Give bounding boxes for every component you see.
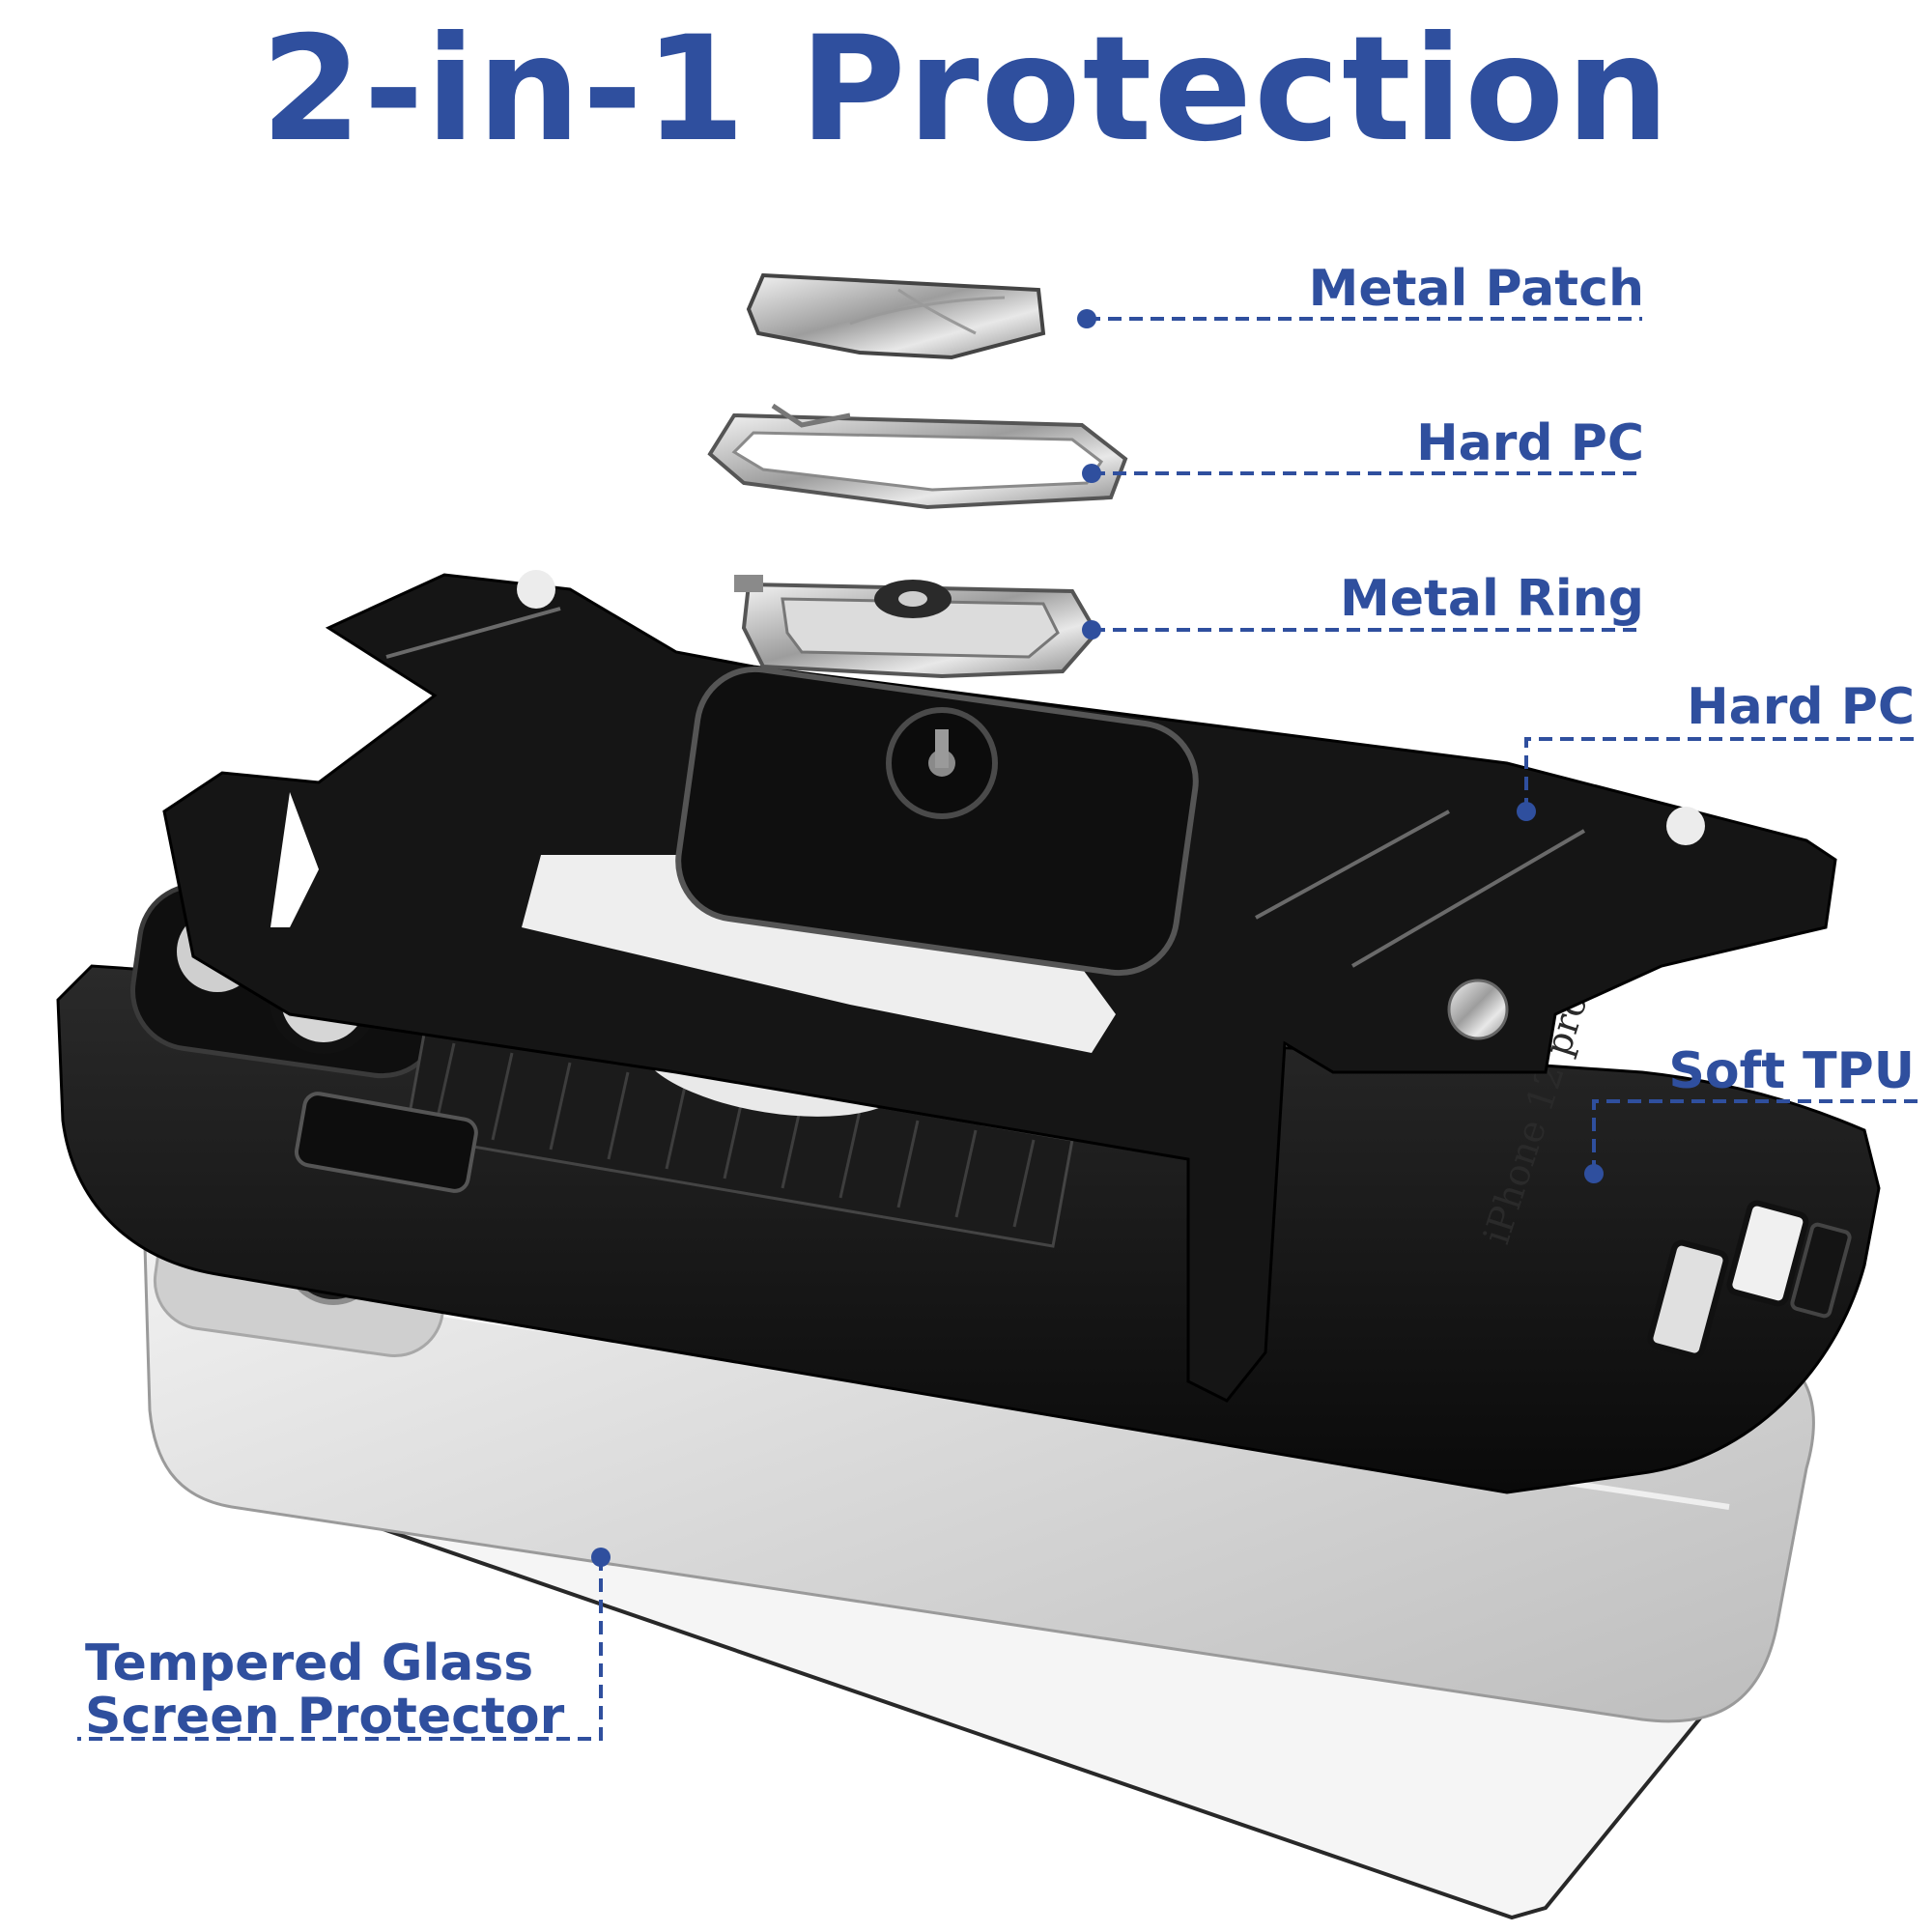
page-title: 2-in-1 Protection	[261, 6, 1671, 174]
label-metal-patch: Metal Patch	[1308, 260, 1644, 318]
metal-ring	[734, 575, 1099, 679]
label-hard-pc-shell: Hard PC	[1687, 678, 1915, 736]
label-screen-protector-line2: Screen Protector	[85, 1688, 565, 1746]
soft-tpu-leader	[1592, 1099, 1918, 1174]
hard-pc-shell-leader	[1524, 737, 1918, 811]
hard-pc-shell	[162, 570, 1837, 1403]
screen-protector-dot	[591, 1548, 611, 1567]
metal-patch-dot	[1077, 309, 1096, 328]
label-screen-protector-line1: Tempered Glass	[85, 1634, 534, 1692]
screen-protector-leader	[77, 1557, 603, 1741]
hard-pc-frame-dot	[1082, 464, 1101, 483]
hard-pc-frame	[707, 403, 1128, 510]
metal-patch	[746, 272, 1046, 360]
soft-tpu-dot	[1584, 1164, 1604, 1183]
metal-ring-dot	[1082, 620, 1101, 639]
label-hard-pc-frame: Hard PC	[1416, 414, 1644, 472]
callout-lines	[77, 309, 1918, 1741]
label-soft-tpu: Soft TPU	[1668, 1042, 1915, 1100]
hard-pc-shell-dot	[1517, 802, 1536, 821]
label-metal-ring: Metal Ring	[1340, 570, 1644, 628]
